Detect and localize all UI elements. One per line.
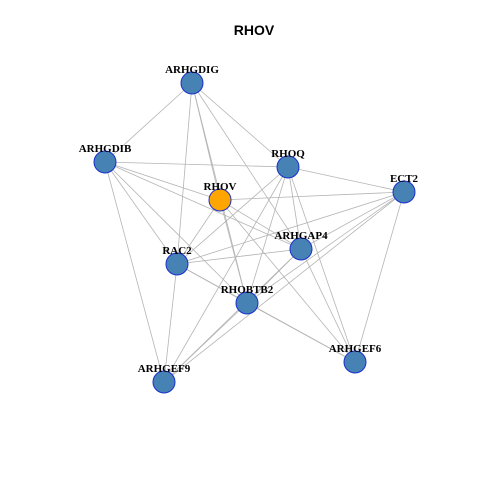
node-label-rhov: RHOV (204, 181, 237, 193)
node-rhobtb2[interactable]: RHOBTB2 (221, 284, 274, 315)
edge-rhobtb2-arhgef6 (246, 302, 356, 363)
edge-arhgdib-rhov (104, 161, 221, 201)
node-label-arhgdib: ARHGDIB (79, 143, 132, 155)
node-rac2[interactable]: RAC2 (162, 245, 192, 276)
edge-rhoq-arhgef9 (163, 166, 289, 383)
edge-layer (104, 82, 405, 383)
node-arhgdib[interactable]: ARHGDIB (79, 143, 132, 174)
node-label-arhgef6: ARHGEF6 (329, 343, 382, 355)
edge-rhoq-arhgap4 (287, 166, 302, 250)
edge-ect2-arhgef9 (163, 191, 405, 383)
node-label-arhgap4: ARHGAP4 (274, 230, 328, 242)
node-arhgef9[interactable]: ARHGEF9 (138, 363, 191, 394)
node-label-arhgef9: ARHGEF9 (138, 363, 191, 375)
edge-rhov-rhobtb2 (219, 199, 248, 304)
edge-arhgap4-rac2 (176, 248, 302, 265)
edge-rhov-rac2 (176, 199, 221, 265)
node-label-rhobtb2: RHOBTB2 (221, 284, 274, 296)
node-layer: RHOV ARHGDIG ARHGDIB RHOQ ECT2ARHGAP4RAC2RHO… (79, 64, 419, 394)
node-circle-rhov[interactable] (208, 188, 232, 212)
edge-arhgdib-arhgap4 (104, 161, 302, 250)
edge-ect2-rac2 (176, 191, 405, 265)
node-circle-rhoq[interactable] (276, 155, 300, 179)
edge-arhgdib-rac2 (104, 161, 178, 265)
node-rhoq[interactable]: RHOQ (271, 148, 305, 179)
edge-rhov-ect2 (219, 191, 405, 201)
edge-arhgap4-arhgef6 (300, 248, 356, 363)
node-circle-rhobtb2[interactable] (235, 291, 259, 315)
node-circle-ect2[interactable] (392, 180, 416, 204)
edge-arhgdib-rhoq (104, 161, 289, 168)
edge-ect2-rhobtb2 (246, 191, 405, 304)
edge-arhgdib-arhgef9 (104, 161, 165, 383)
node-label-arhgdig: ARHGDIG (165, 64, 219, 76)
edge-rhov-arhgef6 (219, 199, 356, 363)
edge-ect2-arhgef6 (354, 191, 405, 363)
node-arhgef6[interactable]: ARHGEF6 (329, 343, 382, 374)
node-arhgap4[interactable]: ARHGAP4 (274, 230, 328, 261)
edge-rhov-arhgap4 (219, 199, 302, 250)
edge-rac2-arhgef9 (163, 263, 178, 383)
node-rhov[interactable]: RHOV (204, 181, 237, 212)
node-label-ect2: ECT2 (390, 173, 419, 185)
edge-rhoq-ect2 (287, 166, 405, 193)
edge-ect2-arhgap4 (300, 191, 405, 250)
node-circle-arhgdig[interactable] (180, 71, 204, 95)
node-arhgdig[interactable]: ARHGDIG (165, 64, 219, 95)
node-circle-rac2[interactable] (165, 252, 189, 276)
edge-arhgdig-arhgdib (104, 82, 193, 163)
node-circle-arhgap4[interactable] (289, 237, 313, 261)
edge-arhgdig-rhoq (191, 82, 289, 168)
edge-rhobtb2-arhgef9 (163, 302, 248, 383)
node-label-rac2: RAC2 (162, 245, 192, 257)
edge-arhgdig-rac2 (176, 82, 193, 265)
node-label-rhoq: RHOQ (271, 148, 305, 160)
node-ect2[interactable]: ECT2 (390, 173, 419, 204)
node-circle-arhgef9[interactable] (152, 370, 176, 394)
node-circle-arhgdib[interactable] (93, 150, 117, 174)
node-circle-arhgef6[interactable] (343, 350, 367, 374)
edge-rhoq-arhgef6 (287, 166, 356, 363)
graph-title: RHOV (234, 22, 275, 38)
